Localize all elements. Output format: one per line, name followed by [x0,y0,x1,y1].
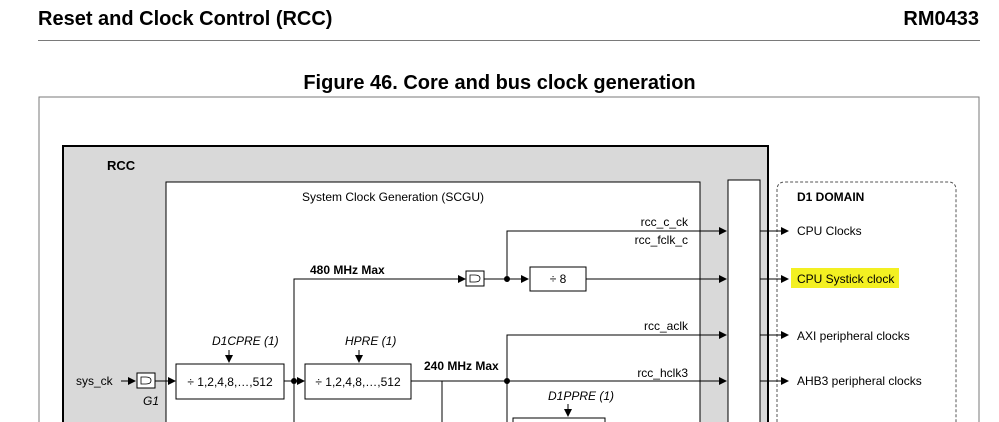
cpu-clocks-label: CPU Clocks [797,224,862,238]
d1cpre-values: ÷ 1,2,4,8,…,512 [187,375,273,389]
hpre-label: HPRE (1) [345,334,396,348]
ahb3-periph-label: AHB3 peripheral clocks [797,374,922,388]
rcc-aclk-label: rcc_aclk [644,319,689,333]
g1-gate [136,372,156,389]
d1ppre-label: D1PPRE (1) [548,389,614,403]
d1-domain-label: D1 DOMAIN [797,190,864,204]
rcc-c-ck-label: rcc_c_ck [641,215,689,229]
section-title: Reset and Clock Control (RCC) [38,8,333,30]
d1cpre-label: D1CPRE (1) [212,334,279,348]
g1-label: G1 [143,394,159,408]
max-480-label: 480 MHz Max [310,263,385,277]
bus-matrix-bar [727,179,761,422]
scgu-block [165,181,701,422]
d1-domain-box [776,181,957,422]
hpre-values: ÷ 1,2,4,8,…,512 [315,375,401,389]
axi-periph-label: AXI peripheral clocks [797,329,910,343]
cpu-clock-480-wire [293,275,466,422]
rcc-c-ck-wire [506,227,727,279]
sys-ck-label: sys_ck [76,374,114,388]
rcc-label: RCC [107,158,136,173]
rcc-fclk-c-label: rcc_fclk_c [635,233,688,247]
rcc-aclk-wire [506,331,727,381]
cpu-systick-label: CPU Systick clock [797,272,895,286]
figure-frame [38,96,980,422]
cpu-clock-gate [465,270,485,287]
cpu-systick-highlight [791,268,899,288]
document-id: RM0433 [903,8,979,30]
figure-title: Figure 46. Core and bus clock generation [303,72,696,94]
scgu-label: System Clock Generation (SCGU) [302,190,484,204]
header-divider [38,40,980,41]
div8-box [529,266,587,292]
max-240-label: 240 MHz Max [424,359,499,373]
div8-label: ÷ 8 [550,272,567,286]
rcc-hclk3-label: rcc_hclk3 [637,366,688,380]
d1ppre-divider-box [512,417,606,422]
hpre-divider-box [304,363,412,400]
